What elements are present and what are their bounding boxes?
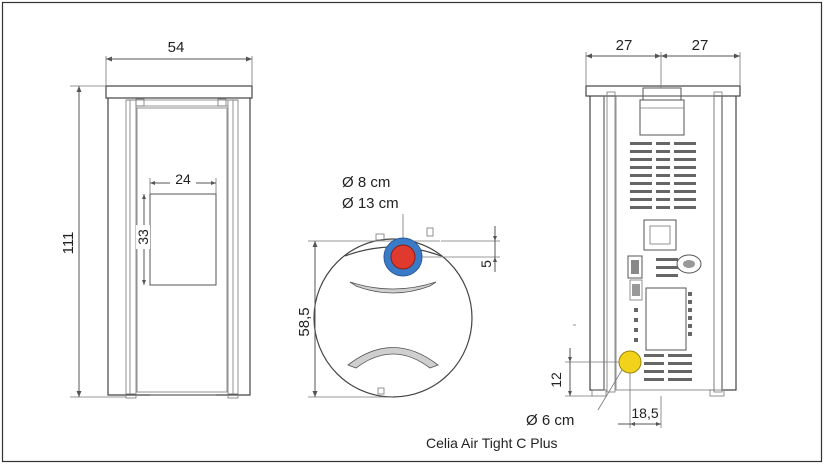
air-inlet-label: Ø 6 cm xyxy=(526,412,574,429)
front-window xyxy=(149,193,217,286)
dim-window-height: 33 xyxy=(135,194,151,285)
front-left-column xyxy=(125,99,137,395)
flue-offset-label: 5 xyxy=(478,260,494,268)
model-name: Celia Air Tight C Plus xyxy=(426,435,558,451)
flue-inner-label: Ø 8 cm xyxy=(342,174,390,191)
dim-depth: 58,5 xyxy=(296,240,393,398)
dim-window-width: 24 xyxy=(149,171,217,194)
dim-air-inlet-height: 12 xyxy=(548,348,619,397)
dim-front-width: 54 xyxy=(105,39,253,86)
dim-height: 111 xyxy=(60,85,126,398)
depth-label: 58,5 xyxy=(296,307,313,336)
back-view xyxy=(573,85,741,397)
dim-air-inlet-offset: 18,5 xyxy=(618,373,662,428)
air-inlet-circle xyxy=(618,350,642,374)
back-control-board xyxy=(645,287,687,351)
dim-back-width: 27 27 xyxy=(585,37,741,88)
window-width-label: 24 xyxy=(175,171,191,187)
dim-flue-offset: 5 xyxy=(422,226,500,272)
back-access-panel xyxy=(643,219,677,251)
top-view xyxy=(313,227,473,398)
back-half-right-label: 27 xyxy=(692,37,709,54)
lower-vents xyxy=(644,354,692,381)
back-half-left-label: 27 xyxy=(616,37,633,54)
flue-outer-label: Ø 13 cm xyxy=(342,195,399,212)
front-top-plate xyxy=(105,85,253,99)
height-label: 111 xyxy=(60,232,77,255)
air-inlet-height-label: 12 xyxy=(548,372,564,388)
air-inlet-offset-label: 18,5 xyxy=(631,405,658,421)
flue-inner-circle xyxy=(390,244,416,270)
back-flue-collar xyxy=(639,99,685,136)
window-height-label: 33 xyxy=(135,229,151,245)
front-width-label: 54 xyxy=(168,39,185,56)
front-view xyxy=(105,85,253,399)
upper-vents xyxy=(630,142,696,209)
